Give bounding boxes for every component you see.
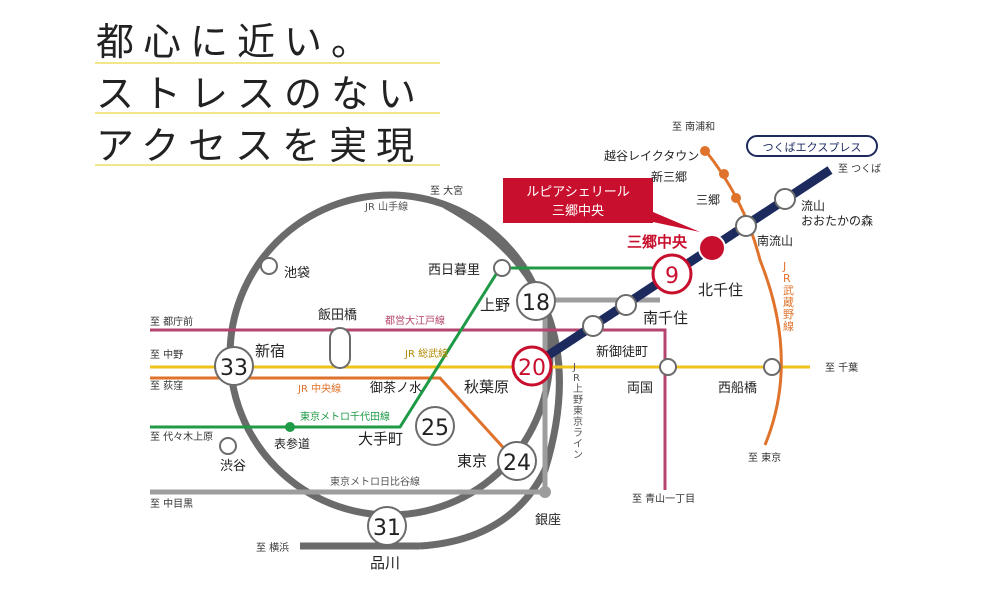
oedo-line [150, 328, 667, 490]
label-hibiya: 東京メトロ日比谷線 [330, 475, 420, 488]
station-shinagawa: 品川 [370, 554, 400, 572]
musashino-dot-1 [700, 146, 710, 156]
tx-badge [746, 135, 878, 157]
shinagawa-time: 31 [373, 516, 401, 541]
label-yamanote: JR 山手線 [364, 200, 408, 213]
chiyoda-dot [285, 422, 295, 432]
akihabara-time: 20 [518, 356, 546, 381]
dir-ogikubo: 至 荻窪 [150, 379, 183, 392]
headline-line-3: アクセスを実現 [96, 124, 424, 168]
dir-tsukuba: 至 つくば [838, 163, 881, 175]
tokyo-time: 24 [503, 451, 531, 476]
nishinippori-marker [493, 259, 511, 277]
station-omotesando: 表参道 [274, 436, 310, 451]
dir-yokohama: 至 横浜 [256, 541, 289, 554]
label-chuo: JR 中央線 [297, 382, 341, 395]
station-iidabashi: 飯田橋 [318, 308, 357, 323]
tx-badge-label: つくばエクスプレス [763, 141, 862, 154]
ryogoku-marker [659, 358, 677, 376]
keihin-arc [419, 201, 563, 550]
station-shinjuku: 新宿 [255, 342, 285, 360]
headline-underline-2 [95, 112, 440, 114]
station-ochanomizu: 御茶ノ水 [370, 380, 422, 396]
kitasenju-time: 9 [665, 264, 679, 289]
headline-underline-3 [95, 164, 440, 166]
station-ginza: 銀座 [535, 513, 561, 528]
dir-aoyama: 至 青山一丁目 [632, 492, 695, 505]
shinjuku-time: 33 [220, 356, 248, 381]
station-shinmisato: 新三郷 [651, 169, 687, 184]
label-chiyoda: 東京メトロ千代田線 [300, 410, 390, 423]
station-otemachi: 大手町 [358, 430, 403, 448]
dir-chiba: 至 千葉 [825, 361, 858, 374]
callout-pointer [653, 212, 700, 232]
dir-yoyogiuehara: 至 代々木上原 [150, 431, 213, 443]
otemachi-time: 25 [421, 416, 449, 441]
station-kitasenju: 北千住 [698, 281, 743, 299]
station-misato: 三郷 [696, 193, 720, 207]
label-oedo: 都営大江戸線 [385, 314, 445, 327]
iidabashi-marker [329, 327, 351, 369]
tokyo-time-circle [497, 441, 537, 481]
ueno-time: 18 [522, 291, 550, 316]
dir-omiya: 至 大宮 [430, 184, 463, 197]
station-nagareyama-otaka: 流山おおたかの森 [801, 199, 873, 228]
property-sub: 三郷中央 [552, 204, 604, 219]
ginza-dot [539, 486, 551, 498]
kitasenju-time-circle [651, 253, 693, 295]
station-ikebukuro: 池袋 [284, 266, 310, 281]
shinokachimachi-marker [582, 315, 604, 337]
musashino-line [703, 149, 783, 446]
otemachi-time-circle [415, 406, 455, 446]
property-name: ルピアシェリール [526, 185, 629, 200]
ikebukuro-marker [260, 257, 278, 275]
station-shibuya: 渋谷 [220, 459, 246, 474]
station-nishinippori: 西日暮里 [428, 263, 480, 278]
shinjuku-time-circle [214, 346, 254, 386]
dir-nakano: 至 中野 [150, 348, 183, 361]
station-shinokachimachi: 新御徒町 [596, 344, 648, 360]
headline-underline-1 [95, 62, 440, 64]
dir-minamiurawa: 至 南浦和 [672, 120, 715, 133]
nagareyama-otaka-marker [774, 188, 796, 210]
dir-tochomae: 至 都庁前 [150, 315, 193, 328]
station-minamisenju: 南千住 [643, 309, 688, 327]
station-ryogoku: 両国 [627, 381, 653, 396]
station-akihabara: 秋葉原 [464, 378, 509, 396]
label-sobu: JR 総武線 [404, 347, 448, 360]
hibiya-line [150, 297, 660, 495]
station-koshigaya: 越谷レイクタウン [604, 149, 699, 163]
minamisenju-marker [615, 294, 637, 316]
station-minaminagareyama: 南流山 [757, 233, 793, 248]
akihabara-time-circle [511, 345, 553, 387]
dir-tokyo: 至 東京 [748, 451, 781, 464]
chiyoda-line [150, 266, 670, 429]
station-ueno: 上野 [480, 296, 510, 314]
shibuya-marker [219, 437, 237, 455]
shinagawa-time-circle [367, 506, 407, 546]
ueno-time-circle [516, 281, 556, 321]
headline-line-1: 都心に近い。 [96, 20, 379, 64]
musashino-dot-3 [731, 193, 741, 203]
station-misatochuo: 三郷中央 [627, 233, 688, 251]
dir-nakameguro: 至 中目黒 [150, 497, 193, 510]
misatochuo-marker [698, 234, 726, 262]
headline-line-2: ストレスのない [96, 72, 426, 116]
station-nishifunabashi: 西船橋 [718, 381, 757, 396]
nishifunabashi-marker [763, 358, 781, 376]
minaminagareyama-marker [735, 215, 757, 237]
musashino-dot-2 [719, 169, 729, 179]
station-tokyo: 東京 [457, 452, 487, 470]
property-callout [503, 178, 653, 223]
